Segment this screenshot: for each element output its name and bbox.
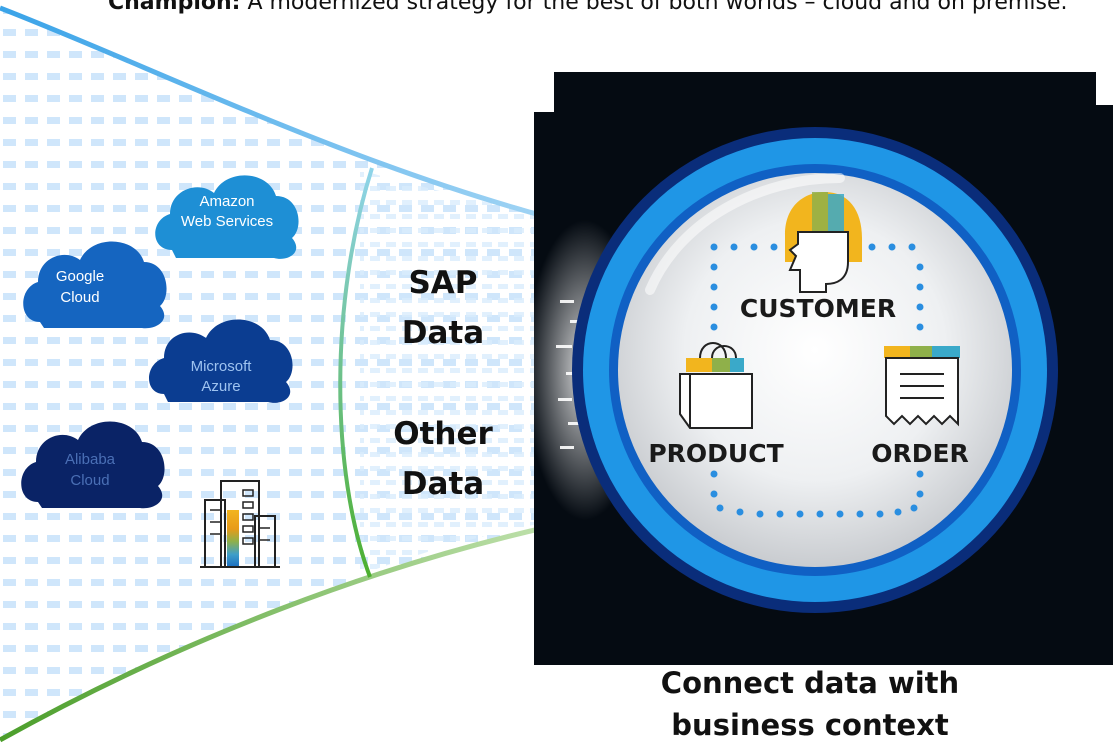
other-data-label-line-2: Data (402, 466, 484, 502)
cloud-aws-icon: Amazon Web Services (155, 175, 299, 259)
intro-body: A modernized strategy for the best of bo… (247, 0, 1068, 15)
cloud-google-line-2: Cloud (60, 289, 99, 306)
cloud-google-line-1: Google (56, 268, 104, 285)
connect-data-caption-line-2: business context (671, 708, 949, 742)
cloud-google-icon: Google Cloud (23, 241, 167, 329)
receipt-icon (884, 346, 960, 427)
intro-bold-lead: Champion: (108, 0, 241, 15)
middle-arc (338, 167, 374, 578)
cloud-alibaba-icon: Alibaba Cloud (21, 421, 165, 509)
product-label: PRODUCT (648, 439, 783, 468)
top-curve (0, 5, 591, 231)
connect-data-caption-line-1: Connect data with (660, 666, 960, 700)
shopping-bag-icon (679, 342, 753, 429)
other-data-label-line-1: Other (393, 416, 493, 452)
order-label: ORDER (871, 439, 969, 468)
sap-data-label-line-1: SAP (408, 265, 477, 301)
cloud-alibaba-line-1: Alibaba (65, 451, 116, 468)
sap-data-label-line-2: Data (402, 315, 484, 351)
bottom-curve (0, 515, 591, 743)
customer-label: CUSTOMER (740, 294, 896, 323)
cloud-aws-line-2: Web Services (181, 213, 273, 230)
cloud-azure-icon: Microsoft Azure (149, 319, 293, 403)
connect-data-caption: Connect data with business context (610, 662, 1010, 746)
business-context-globe: CUSTOMER PRODUCT ORDER (572, 127, 1058, 613)
customer-head-icon (785, 192, 862, 293)
intro-text: Champion: A modernized strategy for the … (108, 0, 1098, 20)
cloud-azure-line-1: Microsoft (191, 358, 253, 375)
cloud-aws-line-1: Amazon (199, 193, 254, 210)
cloud-alibaba-line-2: Cloud (70, 472, 109, 489)
cloud-azure-line-2: Azure (201, 378, 240, 395)
building-icon (200, 480, 280, 568)
